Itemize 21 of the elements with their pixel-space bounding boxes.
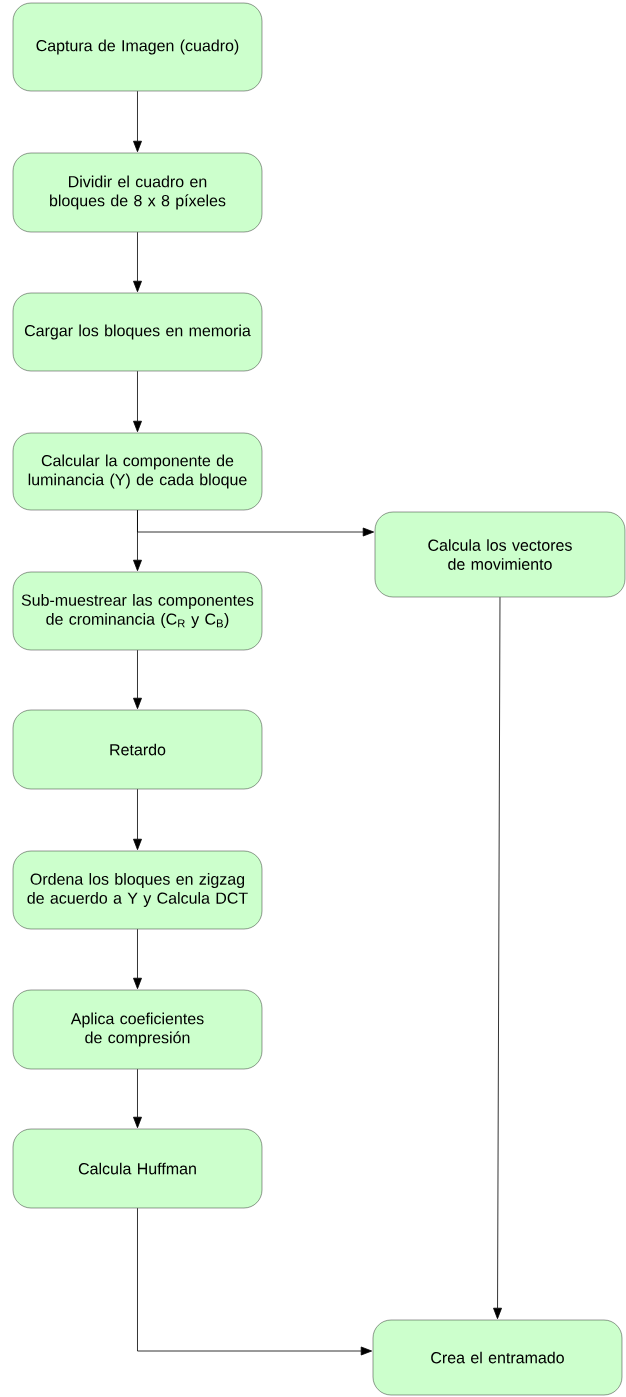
arrow <box>137 509 375 537</box>
arrow <box>133 370 142 433</box>
arrow <box>133 231 142 293</box>
arrow <box>493 596 502 1320</box>
arrow <box>133 1068 142 1129</box>
process-box: Ordena los bloques en zigzag de acuerdo a Y y Calcula DCT <box>12 850 263 930</box>
process-box: Crea el entramado <box>372 1319 623 1396</box>
process-box: Dividir el cuadro en bloques de 8 x 8 píxeles <box>12 152 263 233</box>
process-box: Sub-muestrear las componentes de crominancia (C$_{R}$ y C$_{B}$) <box>12 571 263 651</box>
arrow <box>133 90 142 153</box>
process-box: Calcular la componente de luminancia (Y) de cada bloque <box>12 432 263 511</box>
process-box: Aplica coeficientes de compresión <box>12 989 263 1070</box>
process-box: Captura de Imagen (cuadro) <box>12 2 263 92</box>
arrow <box>133 928 142 990</box>
arrow <box>137 1207 373 1356</box>
arrow <box>133 649 142 710</box>
process-box: Calcula los vectores de movimiento <box>374 511 626 598</box>
process-box: Cargar los bloques en memoria <box>12 292 263 372</box>
process-box: Retardo <box>12 709 263 790</box>
process-box: Calcula Huffman <box>12 1128 263 1209</box>
arrow <box>133 788 142 851</box>
